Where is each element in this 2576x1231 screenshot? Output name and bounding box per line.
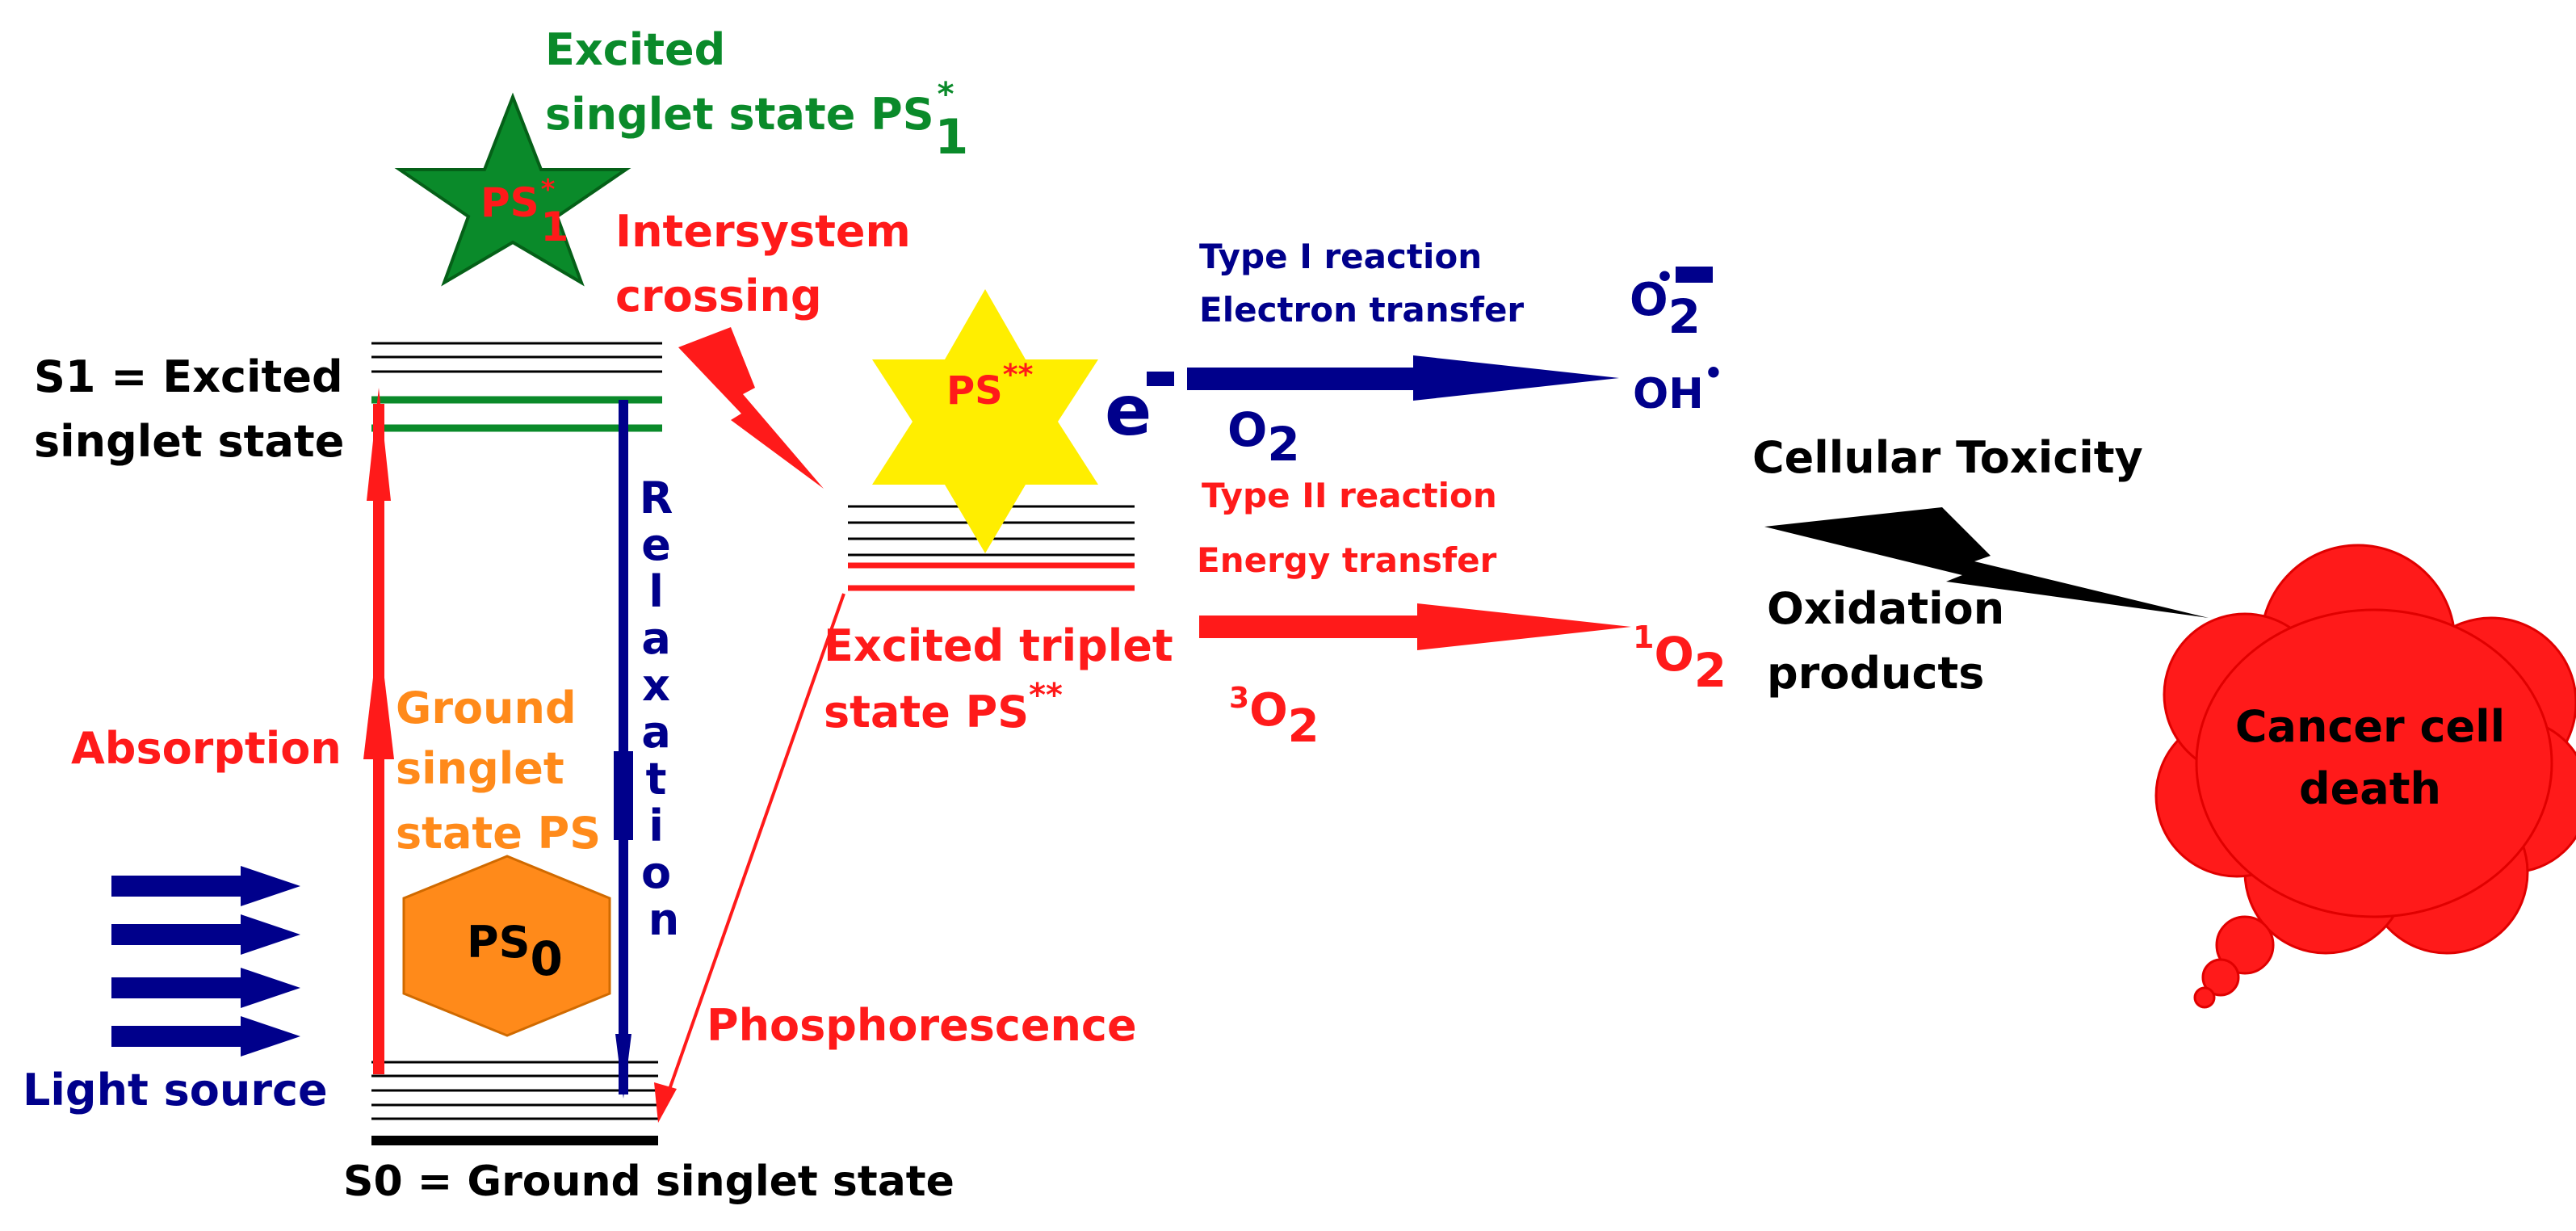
- singlet-oxygen-label: 1O2: [1633, 620, 1726, 698]
- type1-o2-label: O2: [1227, 402, 1300, 472]
- cancer-label-line2: death: [2299, 763, 2441, 814]
- s1-label-line2: singlet state: [34, 416, 344, 467]
- excited-singlet-label-line2: singlet state PS*1: [545, 76, 968, 166]
- cancer-cell-cloud: [2154, 544, 2576, 1009]
- ground-singlet-line3: state PS: [396, 808, 601, 859]
- oxidation-label-line1: Oxidation: [1767, 583, 2004, 634]
- triplet-label-line1: Excited triplet: [824, 620, 1173, 671]
- relaxation-arrow: [614, 400, 633, 1099]
- type1-line2: Electron transfer: [1199, 290, 1524, 330]
- light-source-label: Light source: [23, 1065, 328, 1115]
- phosphorescence-label: Phosphorescence: [707, 1000, 1137, 1051]
- absorption-label: Absorption: [71, 723, 342, 774]
- light-source-arrows: [111, 866, 300, 1057]
- s1-levels: [371, 342, 662, 432]
- type1-line1: Type I reaction: [1199, 237, 1482, 276]
- absorption-arrow: [363, 388, 394, 1074]
- ps0-hexagon: [402, 855, 611, 1037]
- ps0-label: PS0: [467, 917, 563, 986]
- superoxide-label: O2: [1630, 274, 1701, 344]
- electron-minus-icon: [1147, 372, 1174, 386]
- toxicity-lightning-icon: [1764, 507, 2209, 618]
- triplet-oxygen-label: 3O2: [1229, 682, 1319, 753]
- superoxide-minus-icon: [1676, 267, 1713, 283]
- electron-label: e: [1105, 371, 1152, 452]
- excited-singlet-star: [394, 92, 631, 287]
- cellular-toxicity-label: Cellular Toxicity: [1752, 432, 2143, 483]
- triplet-star: [872, 289, 1098, 553]
- excited-singlet-label-line1: Excited: [545, 24, 725, 75]
- s1-label-line1: S1 = Excited: [34, 351, 343, 402]
- hydroxyl-label: OH•: [1633, 355, 1723, 418]
- isc-label-line2: crossing: [615, 271, 822, 321]
- star-ps-label: PS*1: [480, 174, 568, 250]
- isc-label-line1: Intersystem: [615, 206, 911, 257]
- relaxation-label: R e l a x a t i o n: [640, 473, 688, 945]
- type2-arrow: [1199, 603, 1631, 650]
- ground-singlet-line2: singlet: [396, 743, 564, 794]
- triplet-levels: [848, 505, 1135, 591]
- s0-label: S0 = Ground singlet state: [343, 1157, 954, 1206]
- phosphorescence-arrow: [654, 593, 845, 1123]
- ground-singlet-line1: Ground: [396, 683, 577, 733]
- triplet-label-line2: state PS**: [824, 677, 1063, 737]
- s0-levels: [371, 1061, 658, 1145]
- oxidation-label-line2: products: [1767, 648, 1984, 699]
- superoxide-radical-dot-icon: •: [1655, 261, 1674, 294]
- type2-line2: Energy transfer: [1197, 540, 1497, 580]
- isc-lightning-icon: [678, 327, 824, 489]
- cancer-label-line1: Cancer cell: [2235, 701, 2505, 752]
- type2-line1: Type II reaction: [1202, 476, 1497, 515]
- triplet-star-label: PS**: [946, 359, 1034, 414]
- type1-arrow: [1187, 355, 1619, 401]
